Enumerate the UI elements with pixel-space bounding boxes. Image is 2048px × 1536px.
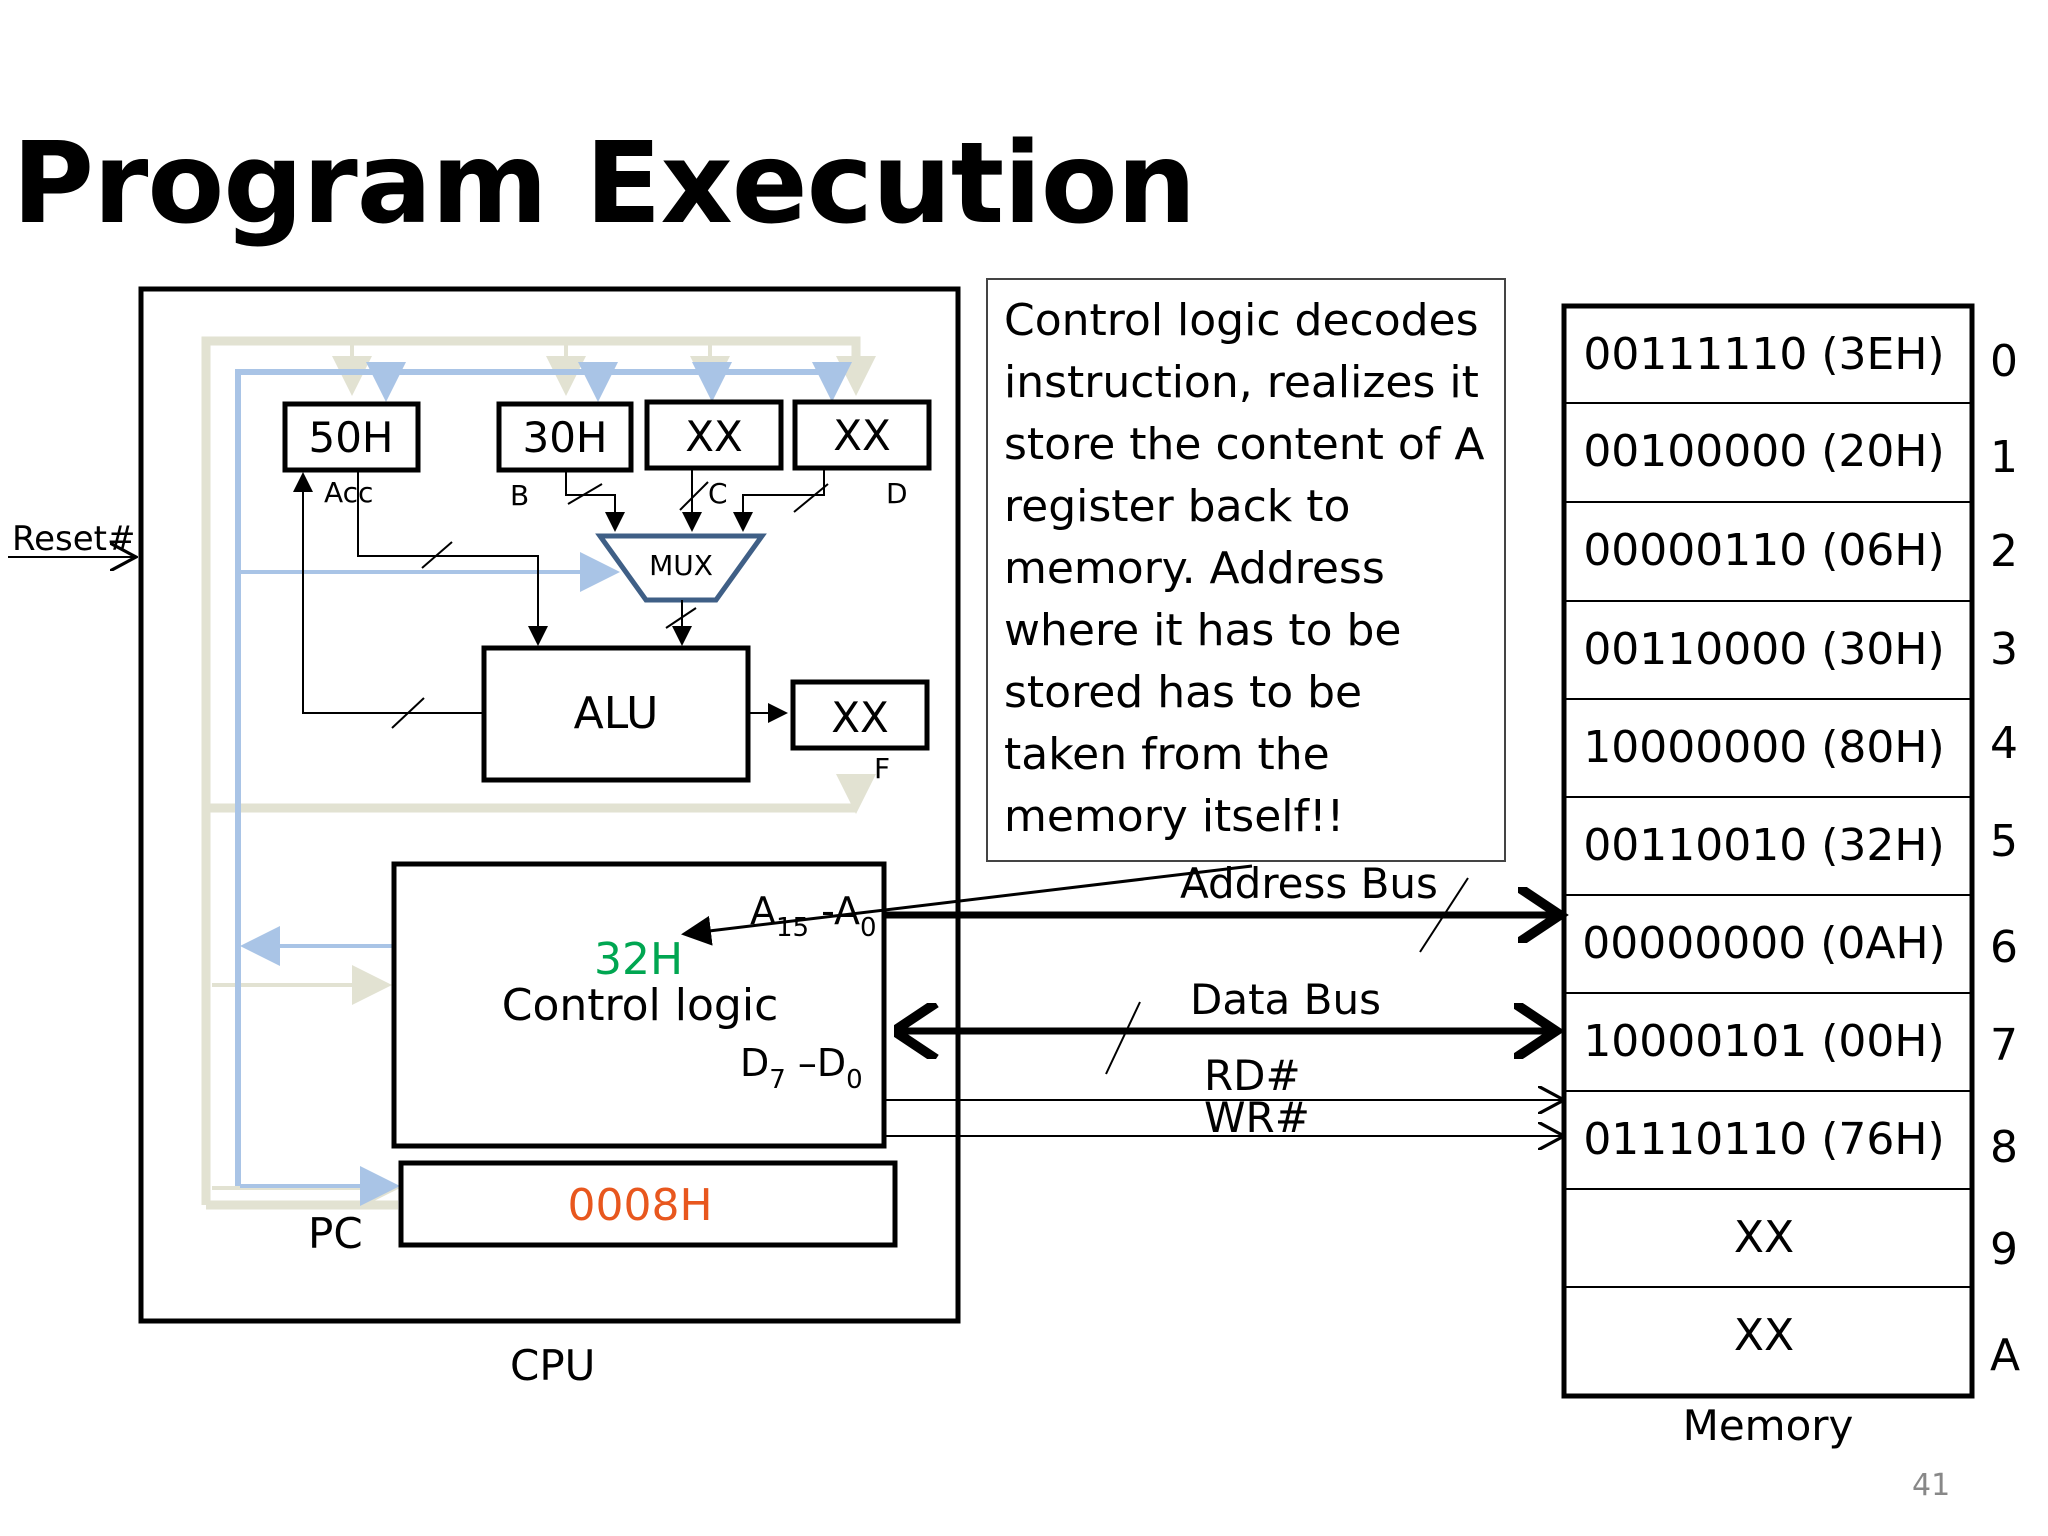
control-logic-value: 32H: [594, 934, 683, 985]
memory-address: 3: [1990, 624, 2018, 675]
memory-cell: 10000101 (00H): [1583, 1016, 1945, 1067]
memory-label: Memory: [1683, 1401, 1854, 1450]
memory-cell: 00100000 (20H): [1583, 426, 1945, 477]
memory-address: 2: [1990, 526, 2018, 577]
memory-cell: 00110010 (32H): [1583, 820, 1945, 871]
memory-address: 5: [1990, 816, 2018, 867]
memory-cell: 00110000 (30H): [1583, 624, 1945, 675]
cpu-box: [138, 286, 961, 1324]
address-bus-label: Address Bus: [1180, 859, 1438, 908]
acc-register: [282, 401, 421, 473]
slide-number: 41: [1912, 1468, 1951, 1503]
memory-cell: 00000000 (0AH): [1582, 918, 1946, 969]
explanation-callout: Control logic decodes instruction, reali…: [986, 278, 1506, 862]
alu-label: ALU: [574, 688, 659, 739]
alu: [481, 645, 751, 783]
f-value: XX: [831, 693, 889, 742]
page-title: Program Execution: [12, 119, 1196, 249]
memory-row-dividers: [1564, 402, 1972, 1288]
memory-address: 0: [1990, 336, 2018, 387]
memory-cell: 01110110 (76H): [1583, 1114, 1945, 1165]
memory-cell: 00111110 (3EH): [1583, 329, 1945, 380]
control-logic-label: Control logic: [502, 980, 779, 1031]
pc-box: [398, 1160, 898, 1248]
acc-label: Acc: [324, 476, 373, 509]
c-label: C: [708, 477, 728, 510]
rd-label: RD#: [1204, 1051, 1301, 1100]
memory-cell: 00000110 (06H): [1583, 525, 1945, 576]
b-label: B: [510, 479, 529, 512]
memory-address: 9: [1990, 1224, 2018, 1275]
mux: [595, 533, 767, 603]
f-label: F: [874, 752, 890, 785]
cpu-label: CPU: [510, 1341, 595, 1390]
data-bus-label: Data Bus: [1190, 975, 1381, 1024]
wr-label: WR#: [1204, 1093, 1310, 1142]
memory-cell: XX: [1733, 1310, 1795, 1361]
reset-label: Reset#: [12, 519, 135, 559]
memory-address: 1: [1990, 432, 2018, 483]
mux-label: MUX: [649, 549, 713, 582]
d-register: [792, 399, 932, 471]
b-register: [496, 401, 634, 473]
pc-label: PC: [308, 1209, 363, 1258]
c-value: XX: [685, 412, 743, 461]
control-logic-box: [391, 861, 887, 1149]
pc-value: 0008H: [567, 1180, 712, 1231]
memory-address: 8: [1990, 1122, 2018, 1173]
internal-data-bus: [235, 369, 832, 1186]
d-value: XX: [833, 411, 891, 460]
memory-cell: 10000000 (80H): [1583, 722, 1945, 773]
memory-address: 6: [1990, 922, 2018, 973]
memory-address: 4: [1990, 718, 2018, 769]
memory-address: A: [1990, 1330, 2021, 1381]
c-register: [644, 399, 784, 471]
memory-address: 7: [1990, 1020, 2018, 1071]
acc-value: 50H: [308, 413, 393, 462]
f-register: [790, 679, 930, 751]
memory-box: [1561, 303, 1975, 1399]
d-label: D: [886, 477, 908, 510]
b-value: 30H: [522, 413, 607, 462]
memory-cell: XX: [1733, 1212, 1795, 1263]
